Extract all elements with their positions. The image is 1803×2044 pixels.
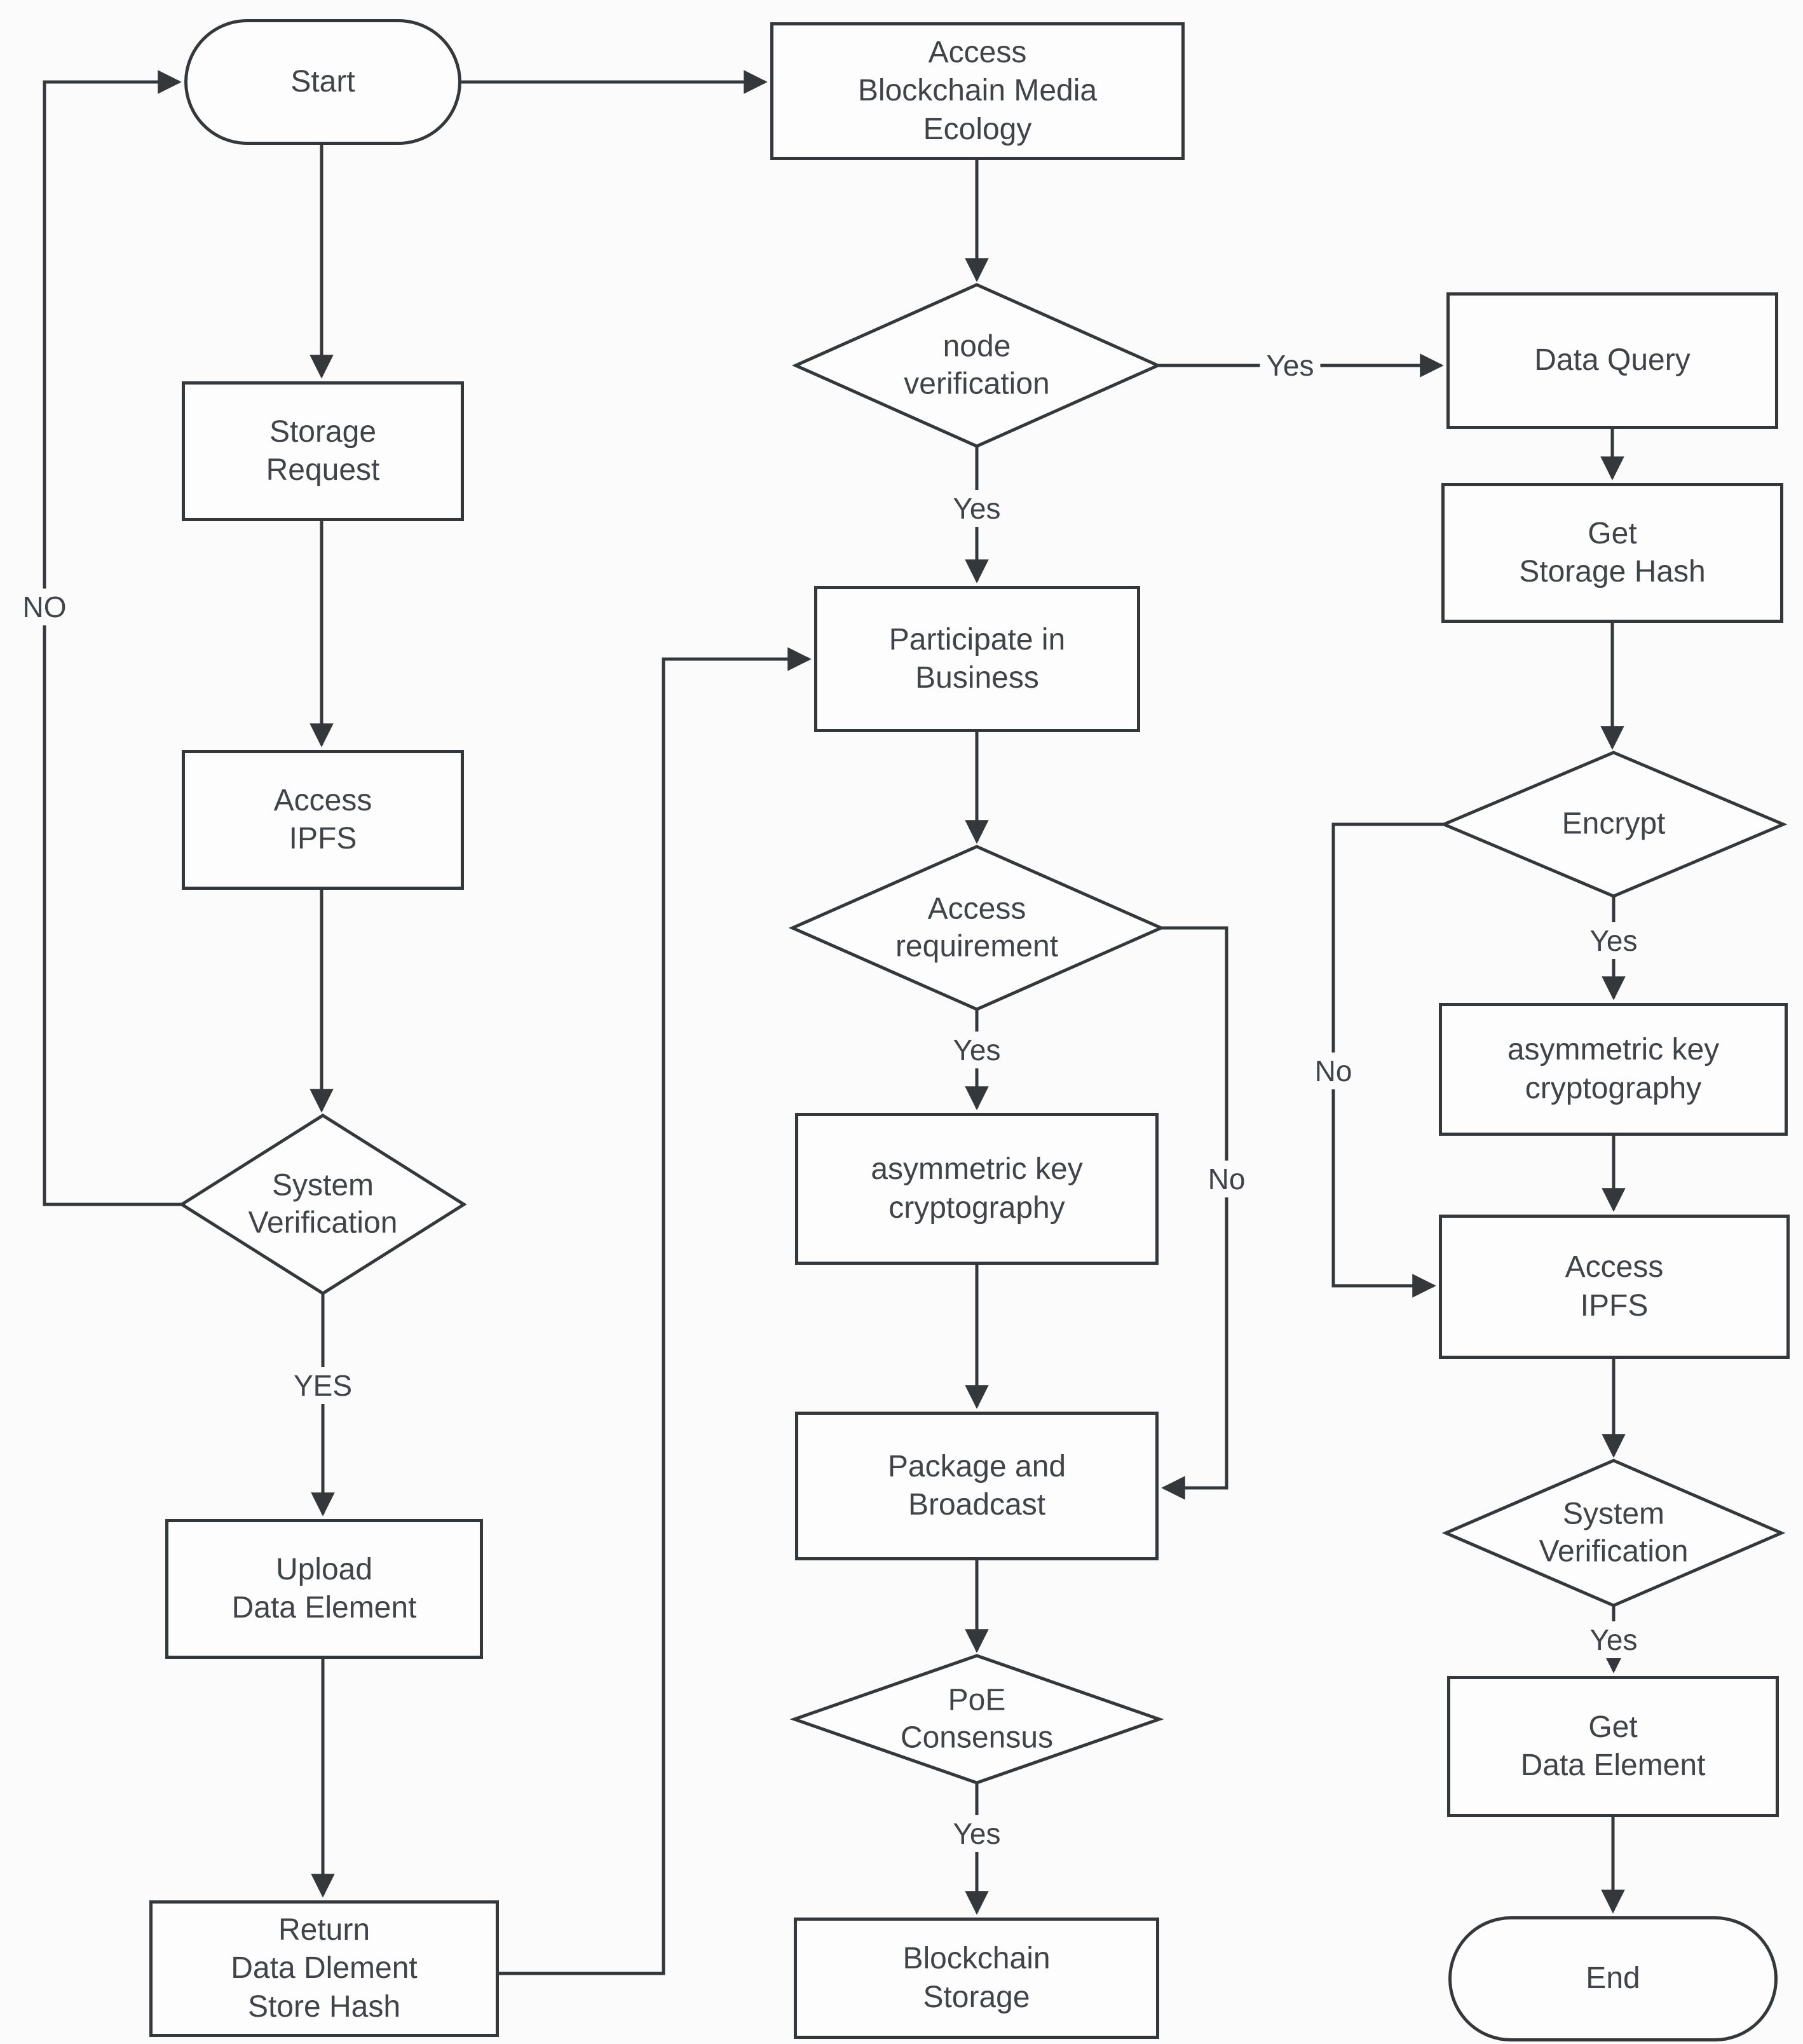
node-access-ipfs-left: Access IPFS (182, 750, 464, 890)
node-asymmetric-key-mid-label: asymmetric key cryptography (871, 1152, 1083, 1225)
node-access-ipfs-right: Access IPFS (1439, 1215, 1790, 1359)
node-blockchain-storage: Blockchain Storage (794, 1918, 1159, 2039)
node-start: Start (184, 19, 461, 145)
access-requirement-diamond-shape (788, 845, 1166, 1011)
node-participate-business-label: Participate in Business (888, 622, 1066, 695)
node-storage-request: Storage Request (182, 381, 464, 521)
node-get-storage-hash: Get Storage Hash (1441, 483, 1783, 623)
node-verification-diamond-shape (791, 283, 1162, 448)
node-asymmetric-key-mid: asymmetric key cryptography (795, 1113, 1159, 1265)
system-verification-right-diamond-shape (1441, 1459, 1786, 1607)
node-access-ipfs-right-label: Access IPFS (1565, 1250, 1664, 1323)
node-access-blockchain-label: Access Blockchain Media Ecology (857, 35, 1098, 146)
node-storage-request-label: Storage Request (266, 414, 380, 487)
node-return-store-hash-label: Return Data Dlement Store Hash (231, 1912, 418, 2024)
node-asymmetric-key-right-label: asymmetric key cryptography (1507, 1033, 1720, 1105)
edge-encrypt-no-to-access-ipfs (1331, 822, 1444, 1298)
node-upload-data-element-label: Upload Data Element (231, 1552, 417, 1625)
node-end-label: End (1586, 1961, 1640, 1996)
node-data-query-label: Data Query (1534, 343, 1691, 378)
node-package-broadcast: Package and Broadcast (795, 1412, 1159, 1560)
node-access-blockchain: Access Blockchain Media Ecology (770, 22, 1185, 160)
edge-return-hash-to-participate (499, 647, 812, 1975)
node-participate-business: Participate in Business (814, 586, 1140, 732)
node-data-query: Data Query (1446, 292, 1778, 429)
edge-no-loop-to-start (43, 70, 182, 1206)
node-get-data-element-label: Get Data Element (1520, 1710, 1706, 1782)
encrypt-diamond-shape (1439, 751, 1788, 898)
node-get-data-element: Get Data Element (1447, 1676, 1779, 1817)
node-package-broadcast-label: Package and Broadcast (887, 1449, 1066, 1522)
node-asymmetric-key-right: asymmetric key cryptography (1439, 1003, 1788, 1136)
node-blockchain-storage-label: Blockchain Storage (902, 1942, 1051, 2014)
node-end: End (1448, 1916, 1778, 2041)
node-return-store-hash: Return Data Dlement Store Hash (149, 1900, 499, 2037)
edge-access-requirement-no-to-package (1161, 926, 1228, 1500)
system-verification-left-diamond-shape (179, 1114, 467, 1295)
poe-consensus-diamond-shape (789, 1654, 1164, 1785)
node-start-label: Start (290, 64, 355, 99)
node-get-storage-hash-label: Get Storage Hash (1519, 516, 1706, 589)
node-access-ipfs-left-label: Access IPFS (273, 783, 372, 855)
node-upload-data-element: Upload Data Element (165, 1519, 483, 1659)
